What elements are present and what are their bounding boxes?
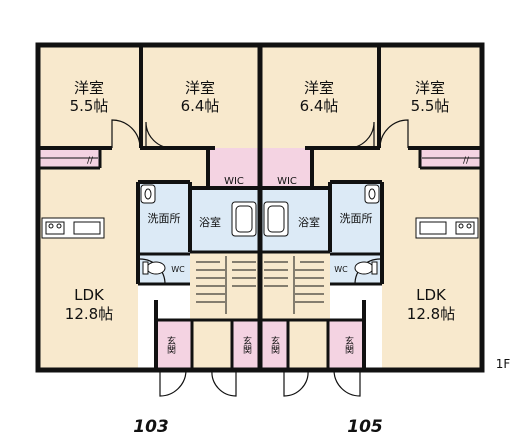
genkan-4-area bbox=[328, 320, 364, 370]
door-western-2 bbox=[145, 121, 173, 149]
door-entry-1 bbox=[159, 369, 187, 397]
genkan-2-label: 玄関 bbox=[241, 335, 252, 355]
wic-left-area bbox=[208, 148, 260, 188]
western-room-4-label: 洋室 bbox=[415, 79, 445, 97]
wic-right-label: WIC bbox=[277, 176, 297, 187]
western-room-2-size: 6.4帖 bbox=[181, 97, 220, 115]
stairs bbox=[196, 256, 324, 314]
genkan-1-area bbox=[156, 320, 192, 370]
western-room-3-label: 洋室 bbox=[304, 79, 334, 97]
wc-right-label: WC bbox=[334, 265, 348, 274]
fixtures: // // bbox=[40, 156, 480, 275]
wic-right-area bbox=[260, 148, 312, 188]
genkan-4-label: 玄関 bbox=[343, 335, 354, 355]
sink-left bbox=[140, 184, 156, 204]
western-room-4 bbox=[379, 45, 482, 148]
western-room-1-size: 5.5帖 bbox=[70, 97, 109, 115]
genkan-3-label: 玄関 bbox=[269, 335, 280, 355]
svg-text://: // bbox=[87, 156, 94, 166]
entry-right-floor bbox=[288, 320, 328, 370]
washroom-right-label: 洗面所 bbox=[340, 212, 373, 225]
ldk-right-size: 12.8帖 bbox=[407, 305, 455, 323]
door-western-4 bbox=[379, 119, 409, 149]
bath-right-label: 浴室 bbox=[298, 215, 320, 229]
toilet-left bbox=[146, 261, 166, 275]
ldk-left-area bbox=[38, 148, 138, 370]
entry-left-floor bbox=[192, 320, 232, 370]
genkan-2-area bbox=[232, 320, 260, 370]
ldk-left-size: 12.8帖 bbox=[65, 305, 113, 323]
svg-text://: // bbox=[463, 156, 470, 166]
western-room-1 bbox=[38, 45, 141, 148]
door-entry-3 bbox=[283, 369, 309, 397]
western-room-3 bbox=[260, 45, 379, 148]
unit-number-right: 105 bbox=[347, 417, 383, 437]
door-western-3 bbox=[347, 121, 375, 149]
ldk-right-area bbox=[382, 148, 482, 370]
doors bbox=[111, 119, 409, 397]
ldk-right-label: LDK bbox=[416, 286, 447, 304]
western-room-4-size: 5.5帖 bbox=[411, 97, 450, 115]
western-room-2-label: 洋室 bbox=[185, 79, 215, 97]
floor-label: 1F bbox=[496, 357, 511, 371]
door-entry-4 bbox=[333, 369, 361, 397]
walls bbox=[35, 42, 485, 373]
sink-right bbox=[364, 184, 380, 204]
genkan-1-label: 玄関 bbox=[165, 335, 176, 355]
washroom-left-label: 洗面所 bbox=[148, 212, 181, 225]
western-room-2 bbox=[141, 45, 260, 148]
room-labels: 洋室 5.5帖 洋室 6.4帖 洋室 6.4帖 洋室 5.5帖 WIC WIC … bbox=[65, 79, 455, 355]
bath-left-label: 浴室 bbox=[199, 215, 221, 229]
wc-left-label: WC bbox=[171, 265, 185, 274]
western-room-1-label: 洋室 bbox=[74, 79, 104, 97]
door-western-1 bbox=[111, 119, 141, 149]
western-room-3-size: 6.4帖 bbox=[300, 97, 339, 115]
wic-left-label: WIC bbox=[224, 176, 244, 187]
unit-number-left: 103 bbox=[133, 417, 169, 437]
door-entry-2 bbox=[211, 369, 237, 397]
genkan-3-area bbox=[260, 320, 288, 370]
ldk-left-label: LDK bbox=[74, 286, 105, 304]
toilet-right bbox=[354, 261, 374, 275]
